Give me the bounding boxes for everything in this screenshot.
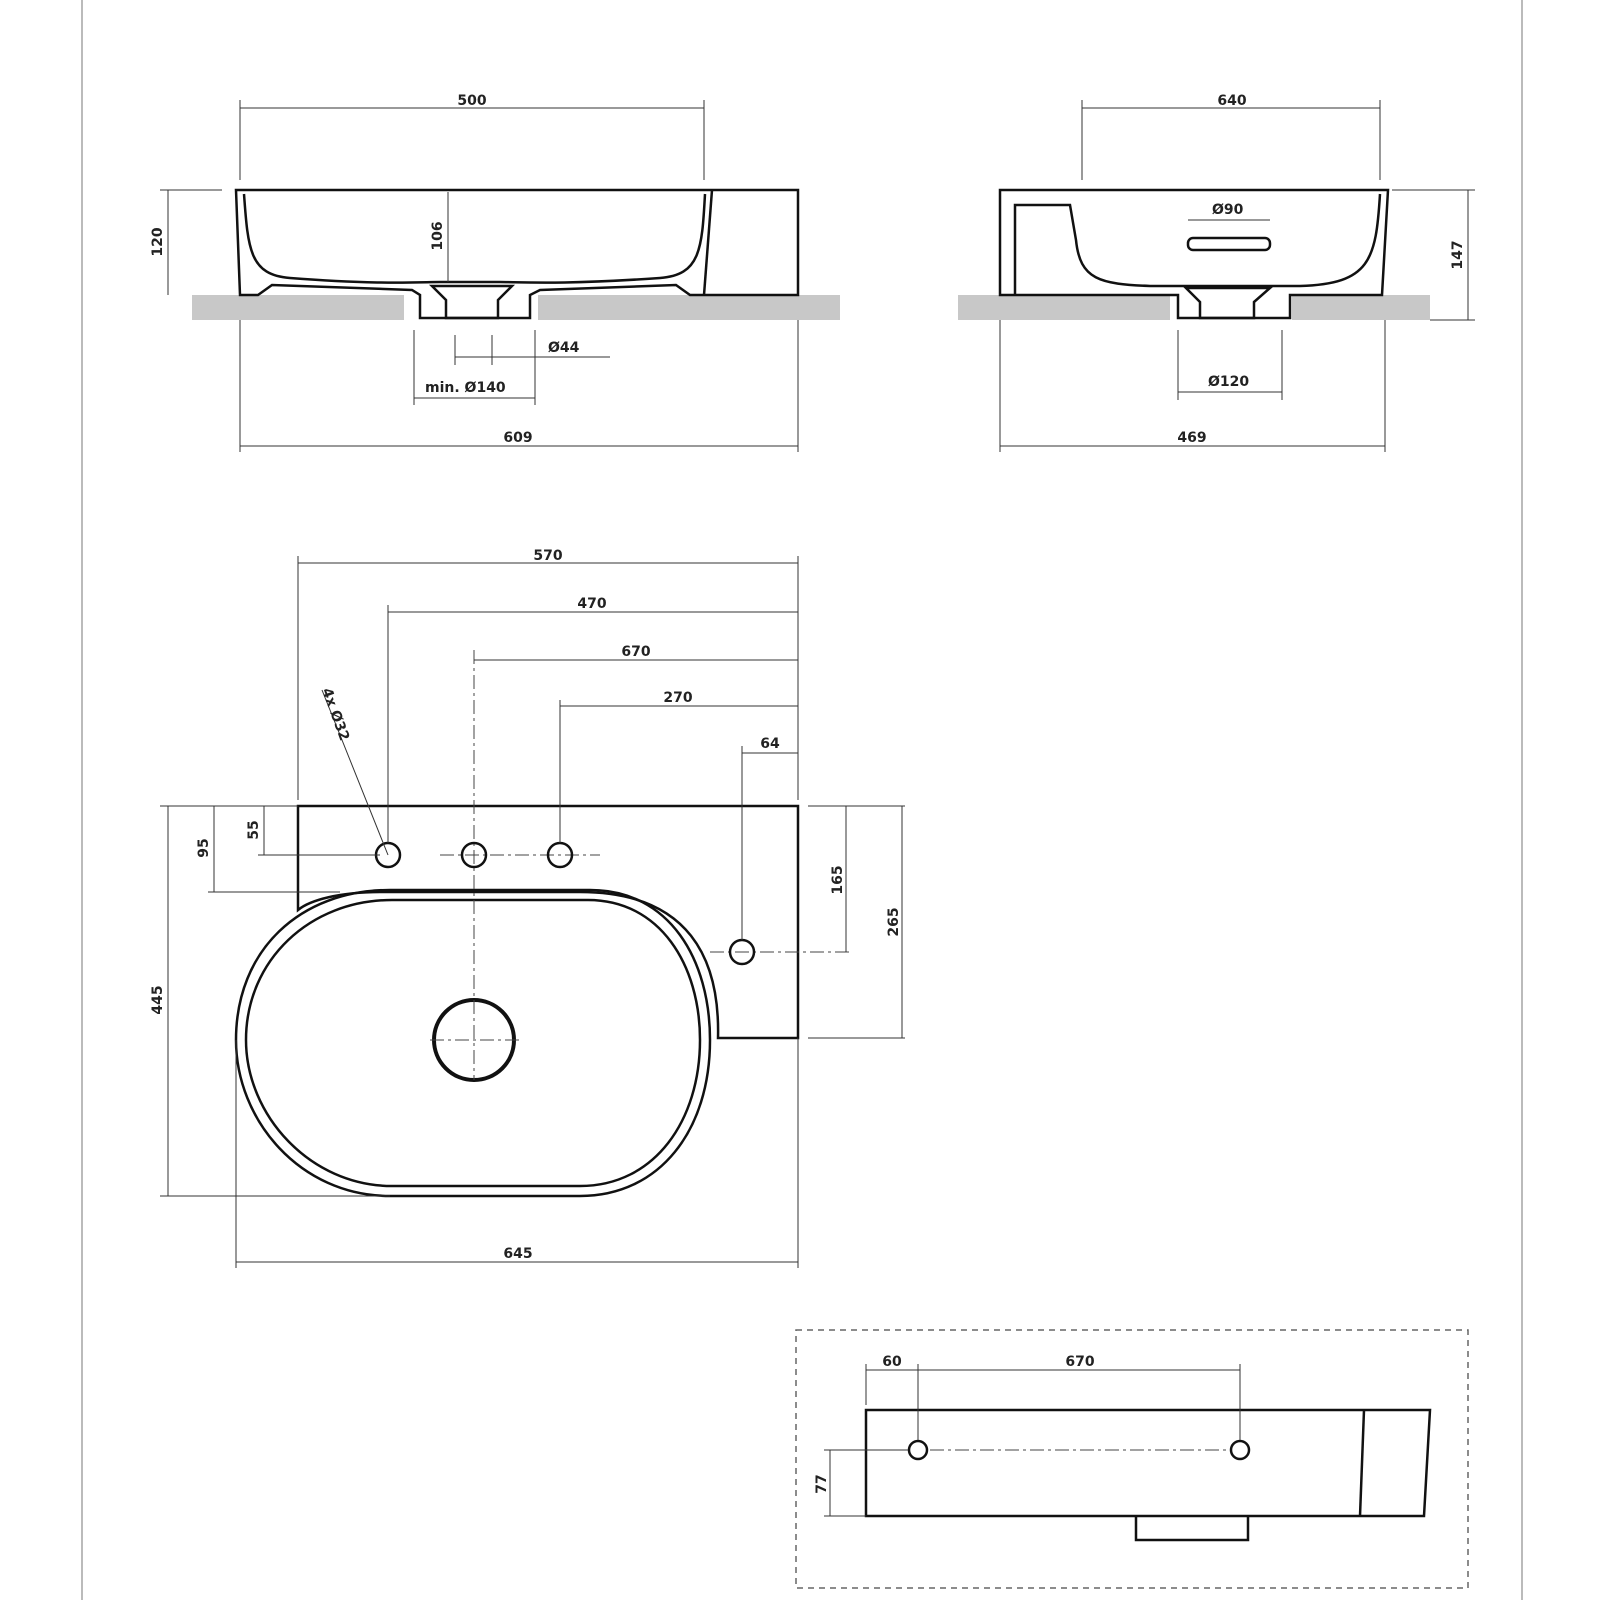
- countertop-left: [192, 295, 404, 320]
- dim-bowl-depth: 106: [430, 221, 446, 250]
- dim-waste-diameter: Ø44: [548, 340, 580, 356]
- dim-60: 60: [882, 1354, 902, 1370]
- bowl-inner: [244, 898, 702, 1188]
- detail-frame: [795, 1329, 1469, 1589]
- bowl-inner: [1013, 193, 1382, 294]
- bowl-inner: [242, 193, 707, 284]
- countertop-left: [958, 295, 1170, 320]
- dim-55: 55: [246, 820, 262, 839]
- dim-total-width: 609: [503, 430, 532, 446]
- basin-outline: [998, 188, 1390, 320]
- dim-depth: 445: [150, 985, 166, 1014]
- dim-min-cutout: min. Ø140: [425, 380, 506, 396]
- dim-overflow: Ø90: [1212, 202, 1244, 218]
- dim-total-depth: 469: [1177, 430, 1206, 446]
- dim-height: 147: [1450, 240, 1466, 269]
- dim-370: 670: [621, 644, 650, 660]
- deck-outline: [296, 804, 800, 1040]
- countertop-right: [1292, 295, 1430, 320]
- dim-470: 470: [577, 596, 606, 612]
- countertop-right: [538, 295, 840, 320]
- dim-570: 570: [533, 548, 562, 564]
- bowl-outer: [234, 888, 712, 1198]
- dim-inner-width: 500: [457, 93, 486, 109]
- deck-edge: [702, 189, 714, 296]
- dim-95: 95: [196, 838, 212, 857]
- basin-outline: [234, 188, 800, 320]
- dim-265: 265: [886, 907, 902, 936]
- dim-270: 270: [663, 690, 692, 706]
- dim-total-width: 645: [503, 1246, 532, 1262]
- dim-height: 120: [150, 227, 166, 256]
- plan-view: 570 470 670 270 64 4x Ø32 445 95 55 165 …: [150, 548, 905, 1268]
- dim-64: 64: [760, 736, 780, 752]
- waste-outline: [1134, 1516, 1250, 1542]
- tap-hole: [1229, 1439, 1251, 1461]
- overflow-slot: [1186, 236, 1272, 252]
- dim-inner-width: 640: [1217, 93, 1246, 109]
- detail-view: 60 670 77: [795, 1329, 1469, 1589]
- dim-370: 670: [1065, 1354, 1094, 1370]
- dim-77: 77: [814, 1474, 830, 1493]
- waste-fitting: [1182, 286, 1274, 320]
- tap-hole: [907, 1439, 929, 1461]
- end-view: 640 Ø90 147 Ø120 469: [958, 93, 1475, 452]
- dim-165: 165: [830, 865, 846, 894]
- waste-fitting: [428, 284, 516, 320]
- dim-waste-outer: Ø120: [1208, 374, 1249, 390]
- side-view: 500 120 106 Ø44 min. Ø140 609: [150, 93, 840, 452]
- dim-holes: 4x Ø32: [318, 686, 352, 743]
- front-elevation: [864, 1408, 1432, 1518]
